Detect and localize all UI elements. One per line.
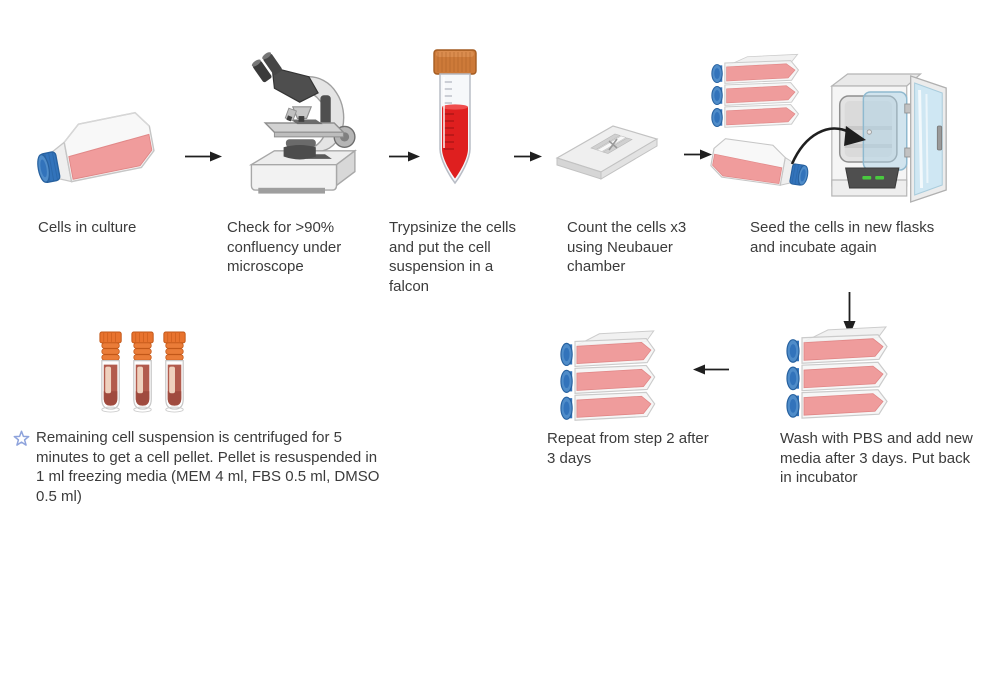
arrow-left-icon <box>693 362 729 377</box>
microscope-icon <box>233 42 371 204</box>
star-icon <box>13 430 30 447</box>
arrow-right-icon <box>389 149 420 164</box>
step-1-label: Cells in culture <box>38 219 137 236</box>
neubauer-chamber-icon <box>551 110 663 190</box>
note: Remaining cell suspension is centrifuged… <box>13 428 388 506</box>
step-3-label: Trypsinize the cells and put the cell su… <box>389 219 516 295</box>
step-5-label: Seed the cells in new flasks and incubat… <box>750 219 935 256</box>
arrow-right-icon <box>514 149 542 164</box>
culture-flask-icon <box>35 106 160 206</box>
culture-flask-icon <box>706 133 810 203</box>
step-4-label: Count the cells x3 using Neubauer chambe… <box>567 219 687 275</box>
step-6-label: Wash with PBS and add new media after 3 … <box>780 430 973 486</box>
step-2-label: Check for >90% confluency under microsco… <box>227 219 342 275</box>
flask-stack-icon <box>786 324 898 424</box>
arrow-right-icon <box>185 149 222 164</box>
cryovials-icon <box>97 330 190 417</box>
step-7-label: Repeat from step 2 after 3 days <box>547 430 709 467</box>
flask-stack-icon <box>711 52 808 132</box>
flask-stack-icon <box>560 328 665 426</box>
falcon-tube-icon <box>427 46 483 192</box>
arrow-right-icon <box>684 147 712 162</box>
curved-arrow-icon <box>789 118 871 168</box>
note-label: Remaining cell suspension is centrifuged… <box>36 429 380 505</box>
